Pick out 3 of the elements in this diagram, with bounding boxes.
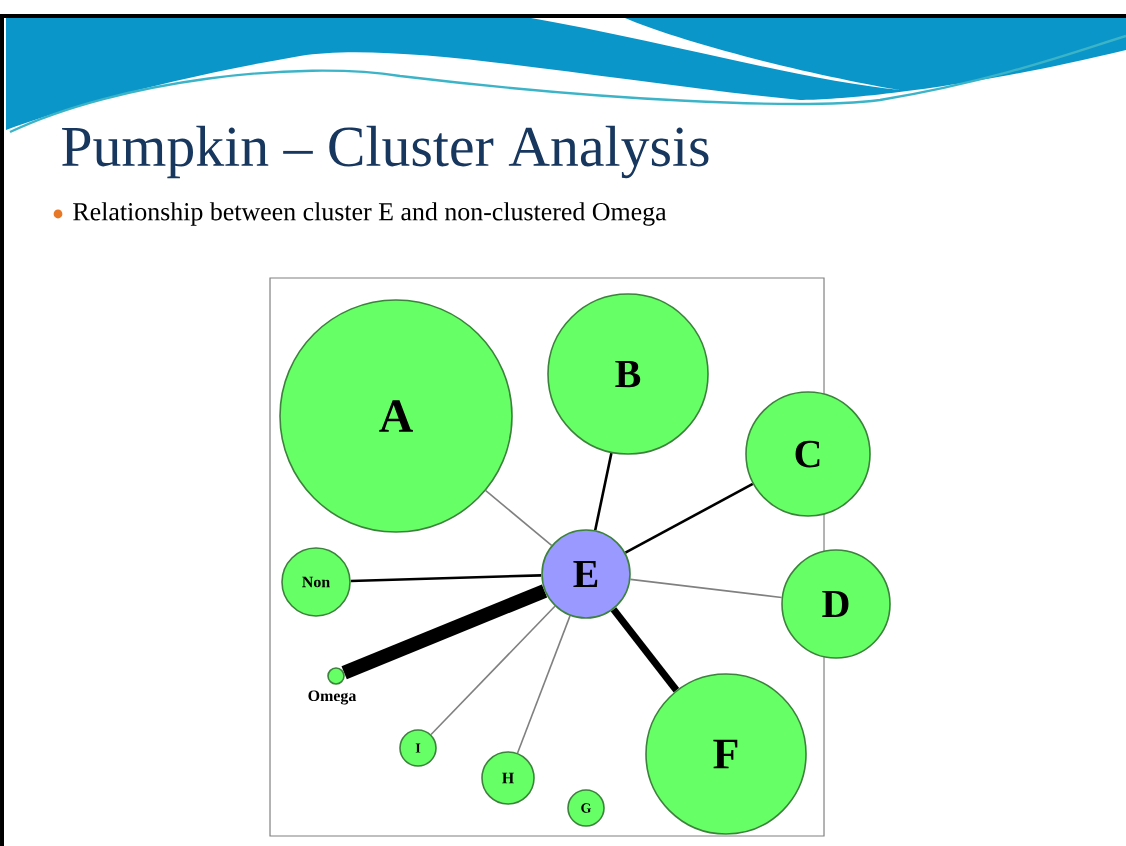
bullet-text: Relationship between cluster E and non-clustered Omega	[73, 202, 667, 226]
slide-title: Pumpkin – Cluster Analysis	[62, 125, 709, 179]
cluster-circle	[327, 667, 345, 685]
